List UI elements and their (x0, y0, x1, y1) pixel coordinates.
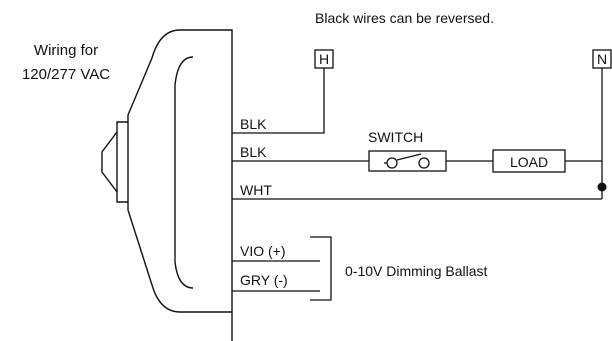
reversal-note: Black wires can be reversed. (315, 10, 494, 26)
gray-wire: GRY (-) (232, 272, 320, 292)
violet-wire-label: VIO (+) (240, 243, 286, 259)
white-wire-label: WHT (240, 182, 272, 198)
sensor-housing (101, 29, 233, 341)
neutral-terminal-label: N (597, 51, 607, 67)
load-label: LOAD (510, 154, 548, 170)
neutral-terminal: N (592, 49, 612, 69)
black-wire-1: BLK (232, 68, 325, 134)
load: LOAD (492, 149, 566, 173)
black-wire-1-label: BLK (240, 116, 267, 132)
gray-wire-label: GRY (-) (240, 272, 288, 288)
switch-label: SWITCH (368, 129, 423, 145)
switch: SWITCH (368, 129, 447, 172)
title-line-1: Wiring for (34, 42, 98, 59)
black-wire-2-label: BLK (240, 144, 267, 160)
ballast-bracket (310, 236, 332, 301)
neutral-junction-dot (597, 182, 607, 192)
hot-terminal-label: H (319, 51, 329, 67)
ballast-label: 0-10V Dimming Ballast (345, 263, 487, 279)
white-wire: WHT (232, 182, 602, 200)
hot-terminal: H (314, 49, 334, 69)
violet-wire: VIO (+) (232, 243, 320, 262)
title-line-2: 120/277 VAC (22, 66, 110, 83)
black-wire-2: BLK (232, 144, 602, 162)
